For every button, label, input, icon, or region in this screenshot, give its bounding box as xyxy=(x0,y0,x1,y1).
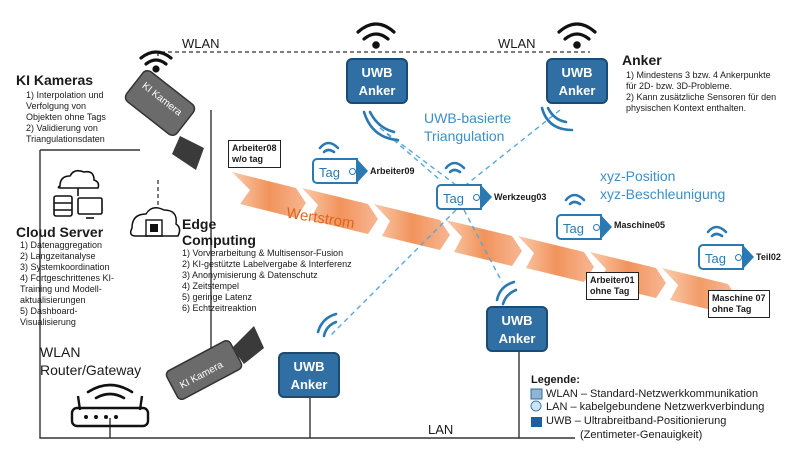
legend-uwb-line1: UWB – Ultrabreitband-Positionierung xyxy=(546,415,727,427)
xyz-line2: xyz-Beschleunigung xyxy=(600,186,726,202)
ki-cameras-item: Triangulationsdaten xyxy=(26,134,105,144)
edge-item: 1) Vorverarbeitung & Multisensor-Fusion xyxy=(182,248,344,258)
uwb-signal-icons xyxy=(316,106,728,338)
uwb-anchor-bottom-right: UWB Anker xyxy=(486,306,548,352)
tag-label-arbeiter09: Arbeiter09 xyxy=(370,166,415,176)
anchor-line1: UWB xyxy=(501,313,533,328)
untagged-maschine07: Maschine 07 ohne Tag xyxy=(708,290,770,318)
cloud-server-item: Visualisierung xyxy=(20,317,76,327)
edge-title-line2: Computing xyxy=(182,232,256,248)
legend-uwb-line2: (Zentimeter-Genauigkeit) xyxy=(580,429,703,441)
legend-title: Legende: xyxy=(531,374,580,386)
tag-label-werkzeug03: Werkzeug03 xyxy=(494,192,547,202)
lan-label: LAN xyxy=(428,422,454,437)
edge-item: 4) Zeitstempel xyxy=(182,281,240,291)
ki-cameras-item: 1) Interpolation und xyxy=(26,90,104,100)
cloud-server-item: 1) Datenaggregation xyxy=(20,240,103,250)
legend-wlan-swatch xyxy=(530,388,543,400)
uwb-anchor-bottom-left: UWB Anker xyxy=(278,352,340,398)
legend-lan: LAN – kabelgebundene Netzwerkverbindung xyxy=(546,401,765,413)
cloud-server-list: 1) Datenaggregation 2) Langzeitanalyse 3… xyxy=(20,240,114,328)
uwb-anchor-top-right: UWB Anker xyxy=(546,58,608,104)
anchor-line1: UWB xyxy=(361,65,393,80)
lan-line-main xyxy=(39,150,575,439)
edge-item: 3) Anonymisierung & Datenschutz xyxy=(182,270,318,280)
cloud-server-title: Cloud Server xyxy=(16,224,104,240)
value-stream-band xyxy=(232,172,738,314)
anker-item: 2) Kann zusätzliche Sensoren für den xyxy=(626,92,777,102)
edge-item: 2) KI-gestützte Labelvergabe & Interfere… xyxy=(182,259,352,269)
wifi-icon-anchor-top-right xyxy=(557,22,597,49)
cloud-server-item: 5) Dashboard- xyxy=(20,306,78,316)
cloud-server-item: Training und Modell- xyxy=(20,284,102,294)
anker-item: 1) Mindestens 3 bzw. 4 Ankerpunkte xyxy=(626,70,771,80)
untagged-line: Arbeiter08 xyxy=(232,143,277,153)
untagged-line: Maschine 07 xyxy=(712,293,766,303)
tag-label-maschine05: Maschine05 xyxy=(614,220,666,230)
untagged-arbeiter01: Arbeiter01 ohne Tag xyxy=(586,272,639,300)
edge-item: 6) Echtzeitreaktion xyxy=(182,303,257,313)
legend-uwb-swatch xyxy=(531,417,542,427)
untagged-line: ohne Tag xyxy=(712,304,752,314)
uwb-triangulation-line1: UWB-basierte xyxy=(424,110,512,126)
wifi-icon-camera-top xyxy=(139,50,173,73)
untagged-line: ohne Tag xyxy=(590,286,630,296)
edge-list: 1) Vorverarbeitung & Multisensor-Fusion … xyxy=(182,248,352,314)
ki-cameras-item: 2) Validierung von xyxy=(26,123,98,133)
wifi-icon-anchor-top-mid xyxy=(356,22,396,49)
cloud-server-item: aktualisierungen xyxy=(20,295,86,305)
ki-cameras-item: Objekten ohne Tags xyxy=(26,112,106,122)
legend-wlan: WLAN – Standard-Netzwerkkommunikation xyxy=(546,388,759,400)
edge-chip-icon xyxy=(129,207,181,237)
cloud-server-icon xyxy=(53,169,103,219)
camera-icon-bottom xyxy=(165,326,264,401)
router-icon xyxy=(70,383,150,428)
cloud-server-item: 3) Systemkoordination xyxy=(20,262,110,272)
uwb-anchor-top-mid: UWB Anker xyxy=(346,58,408,104)
anker-item: für 2D- bzw. 3D-Probleme. xyxy=(626,81,733,91)
cloud-server-item: 2) Langzeitanalyse xyxy=(20,251,96,261)
xyz-line1: xyz-Position xyxy=(600,168,676,184)
gateway-line2: Router/Gateway xyxy=(40,362,142,378)
camera-icon-top xyxy=(124,69,204,170)
untagged-line: w/o tag xyxy=(232,154,263,164)
uwb-triangulation-line2: Triangulation xyxy=(424,128,505,144)
anchor-line2: Anker xyxy=(290,377,328,392)
anchor-line2: Anker xyxy=(558,83,596,98)
anker-list: 1) Mindestens 3 bzw. 4 Ankerpunkte für 2… xyxy=(626,70,776,114)
untagged-line: Arbeiter01 xyxy=(590,275,635,285)
cloud-server-item: 4) Fortgeschrittenes KI- xyxy=(20,273,115,283)
ki-cameras-item: Verfolgung von xyxy=(26,101,87,111)
untagged-arbeiter08: Arbeiter08 w/o tag xyxy=(228,140,281,168)
anchor-line1: UWB xyxy=(561,65,593,80)
edge-title-line1: Edge xyxy=(182,216,217,232)
ki-cameras-list: 1) Interpolation und Verfolgung von Obje… xyxy=(26,90,106,145)
wlan-label-right: WLAN xyxy=(498,36,536,51)
anchor-line2: Anker xyxy=(358,83,396,98)
gateway-line1: WLAN xyxy=(40,344,81,360)
uwb-lines xyxy=(329,109,561,337)
anker-item: physischen Kontext enthalten. xyxy=(626,103,747,113)
tag-label-teil02: Teil02 xyxy=(756,252,781,262)
anker-title: Anker xyxy=(622,52,662,68)
wlan-link-line xyxy=(157,51,590,56)
anchor-line2: Anker xyxy=(498,331,536,346)
legend-lan-globe-icon xyxy=(530,400,542,412)
ki-cameras-title: KI Kameras xyxy=(16,72,94,88)
anchor-line1: UWB xyxy=(293,359,325,374)
wlan-label-left: WLAN xyxy=(182,36,220,51)
edge-item: 5) geringe Latenz xyxy=(182,292,253,302)
